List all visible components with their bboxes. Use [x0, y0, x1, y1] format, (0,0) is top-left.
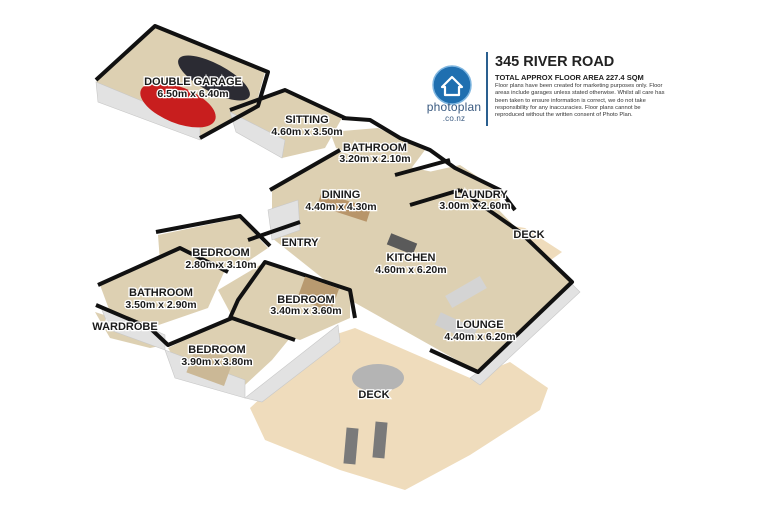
house-circle-icon	[432, 65, 472, 105]
svg-text:BEDROOM: BEDROOM	[188, 344, 245, 356]
car-dark	[178, 55, 250, 101]
svg-text:4.40m x 4.30m: 4.40m x 4.30m	[305, 201, 376, 213]
svg-text:LAUNDRY: LAUNDRY	[454, 189, 508, 201]
wall-outlines	[94, 24, 574, 374]
room-label-entry: ENTRY	[280, 236, 320, 251]
svg-text:DOUBLE GARAGE: DOUBLE GARAGE	[144, 76, 242, 88]
kitchen-island	[386, 233, 418, 255]
room-label-deck-side: DECK	[512, 228, 546, 243]
svg-text:3.90m x 3.80m: 3.90m x 3.80m	[181, 356, 252, 368]
car-red	[140, 82, 216, 128]
svg-text:DECK: DECK	[513, 229, 544, 241]
bed-2	[296, 276, 340, 312]
svg-text:KITCHEN: KITCHEN	[387, 252, 436, 264]
svg-text:4.60m x 3.50m: 4.60m x 3.50m	[271, 126, 342, 138]
svg-text:BEDROOM: BEDROOM	[192, 247, 249, 259]
svg-text:4.40m x 6.20m: 4.40m x 6.20m	[444, 331, 515, 343]
room-label-bedroom-south: BEDROOM 3.90m x 3.80m	[180, 343, 254, 370]
lounge-sofa-2	[434, 312, 478, 342]
room-label-kitchen: KITCHEN 4.60m x 6.20m	[374, 251, 448, 278]
svg-text:BATHROOM: BATHROOM	[343, 142, 407, 154]
svg-text:3.50m x 2.90m: 3.50m x 2.90m	[125, 299, 196, 311]
svg-text:WARDROBE: WARDROBE	[92, 321, 157, 333]
disclaimer-text: Floor plans have been created for market…	[495, 83, 665, 119]
logo-wordmark: photoplan .co.nz	[426, 100, 482, 123]
floor-area-total: TOTAL APPROX FLOOR AREA 227.4 SQM	[495, 73, 644, 82]
svg-text:3.40m x 3.60m: 3.40m x 3.60m	[270, 305, 341, 317]
lounge-sofa	[445, 275, 487, 309]
sun-lounger-1	[343, 427, 359, 465]
svg-text:DINING: DINING	[322, 189, 361, 201]
svg-text:SITTING: SITTING	[285, 114, 328, 126]
svg-text:3.00m x 2.60m: 3.00m x 2.60m	[439, 200, 510, 212]
room-labels: DOUBLE GARAGE 6.50m x 6.40m SITTING 4.60…	[91, 75, 546, 403]
furniture	[140, 55, 487, 465]
sun-lounger-2	[372, 421, 388, 459]
svg-text:4.60m x 6.20m: 4.60m x 6.20m	[375, 264, 446, 276]
room-label-bathroom-north: BATHROOM 3.20m x 2.10m	[338, 141, 412, 167]
wall-faces	[95, 81, 581, 403]
svg-text:BATHROOM: BATHROOM	[129, 287, 193, 299]
room-label-lounge: LOUNGE 4.40m x 6.20m	[443, 318, 517, 345]
property-address: 345 RIVER ROAD	[495, 54, 615, 70]
plan-header: photoplan .co.nz 345 RIVER ROAD TOTAL AP…	[425, 52, 665, 126]
svg-text:6.50m x 6.40m: 6.50m x 6.40m	[157, 88, 228, 100]
svg-text:2.80m x 3.10m: 2.80m x 3.10m	[185, 259, 256, 271]
front-deck-surface	[250, 328, 548, 490]
svg-text:ENTRY: ENTRY	[282, 237, 320, 249]
dining-table	[317, 192, 371, 222]
svg-text:BEDROOM: BEDROOM	[277, 294, 334, 306]
room-label-sitting: SITTING 4.60m x 3.50m	[270, 113, 344, 140]
room-label-dining: DINING 4.40m x 4.30m	[304, 188, 378, 215]
header-divider	[486, 52, 488, 126]
room-label-deck-front: DECK	[357, 388, 391, 403]
room-label-wardrobe: WARDROBE	[91, 320, 159, 335]
svg-text:DECK: DECK	[358, 389, 389, 401]
deck-table	[352, 364, 404, 392]
room-label-laundry: LAUNDRY 3.00m x 2.60m	[438, 188, 512, 214]
room-label-bedroom-north: BEDROOM 2.80m x 3.10m	[184, 246, 258, 273]
bed-1	[186, 346, 234, 386]
svg-text:LOUNGE: LOUNGE	[456, 319, 503, 331]
room-label-double-garage: DOUBLE GARAGE 6.50m x 6.40m	[143, 75, 243, 102]
room-label-bathroom-west: BATHROOM 3.50m x 2.90m	[124, 286, 198, 313]
room-label-bedroom-center: BEDROOM 3.40m x 3.60m	[269, 293, 343, 319]
svg-text:3.20m x 2.10m: 3.20m x 2.10m	[339, 153, 410, 165]
